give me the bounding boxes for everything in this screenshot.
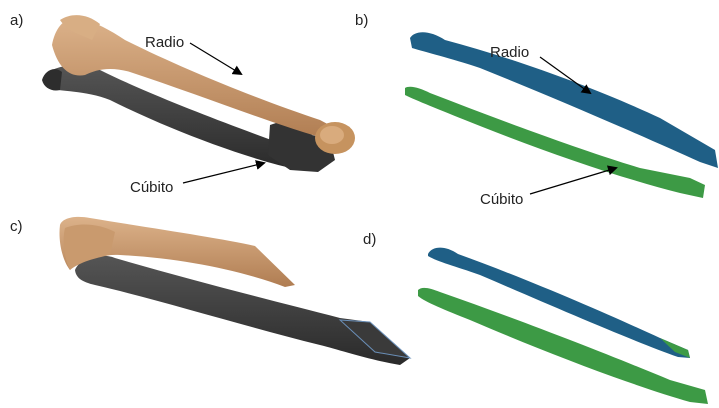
- panel-a: a) Radio Cúbito: [10, 12, 355, 196]
- panel-a-cubito-arrow: [183, 163, 264, 183]
- panel-b-letter: b): [355, 12, 368, 29]
- panel-a-cubito-label: Cúbito: [130, 179, 173, 196]
- panel-b-radio-label: Radio: [490, 44, 529, 61]
- panel-a-letter: a): [10, 12, 23, 29]
- panel-d-letter: d): [363, 231, 376, 248]
- panel-b-cubito-label: Cúbito: [480, 191, 523, 208]
- panel-a-radio-arrow: [190, 43, 241, 74]
- panel-b: b) Radio Cúbito: [355, 12, 718, 208]
- panel-b-cubito-arrow: [530, 168, 616, 194]
- panel-d: d): [363, 231, 708, 404]
- panel-a-radio-label: Radio: [145, 34, 184, 51]
- panel-c: c): [10, 217, 410, 365]
- panel-c-letter: c): [10, 218, 23, 235]
